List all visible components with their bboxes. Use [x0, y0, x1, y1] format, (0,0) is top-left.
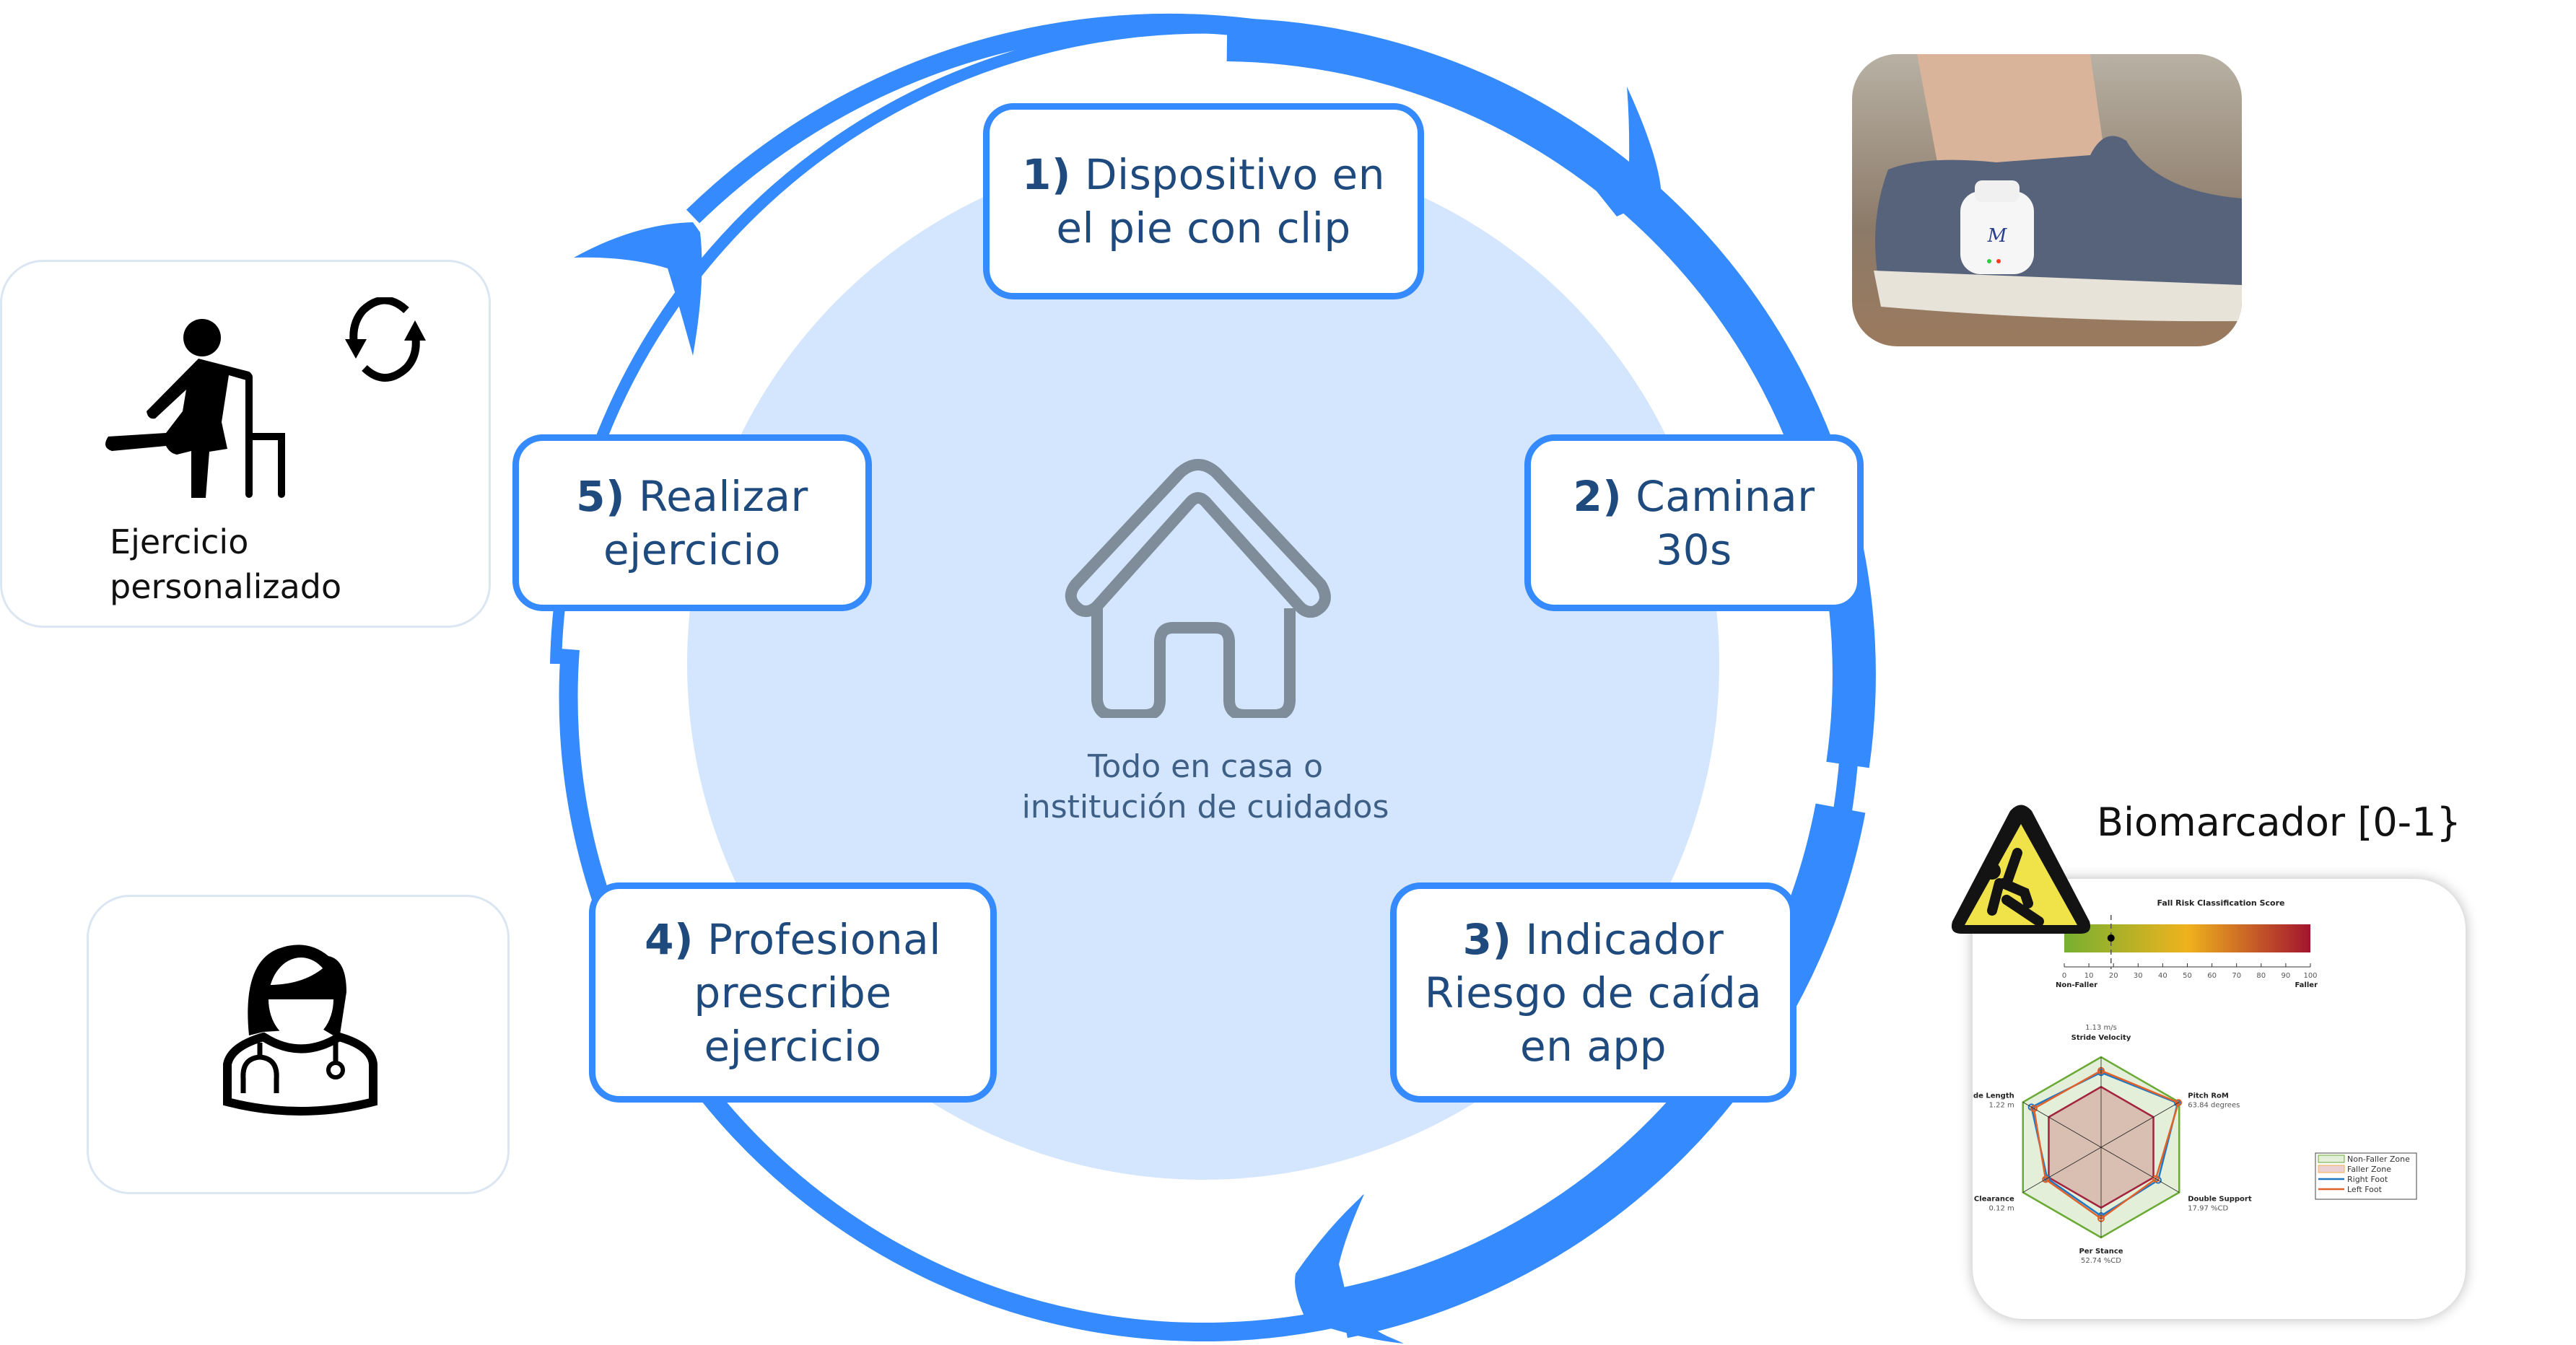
radar-point	[2152, 1175, 2160, 1183]
cycle-ring-bottom-left	[559, 649, 1360, 1342]
risk-tick-label: 30	[2134, 972, 2143, 980]
legend-label: Right Foot	[2347, 1175, 2388, 1184]
faller-label: Faller	[2295, 981, 2318, 989]
exercise-label: Ejercicio personalizado	[110, 522, 342, 606]
radar-spoke	[2100, 1147, 2180, 1193]
radar-spoke	[2100, 1102, 2180, 1148]
radar-axis-name: Pitch RoM	[2188, 1092, 2229, 1100]
radar-axis-value: 0.12 m	[1989, 1205, 2014, 1213]
radar-spoke	[2022, 1147, 2102, 1193]
center-caption: Todo en casa o institución de cuidados	[1021, 748, 1389, 825]
radar-spoke	[2022, 1102, 2102, 1148]
biomarker-charts: Fall Risk Classification Score 0 10 20 30 40…	[1973, 898, 2417, 1265]
radar-axis-value: 1.22 m	[1989, 1102, 2014, 1110]
step-4-box: 4) Profesional prescribe ejercicio	[589, 882, 997, 1103]
biomarker-card: Fall Risk Classification Score 0 10 20 30 40…	[1973, 879, 2466, 1319]
step-1-text: Dispositivo en el pie con clip	[1056, 150, 1385, 253]
non-faller-label: Non-Faller	[2056, 981, 2097, 989]
step-3-number: 3)	[1462, 914, 1512, 964]
radar-axis-value: 1.13 m/s	[2085, 1024, 2117, 1032]
refresh-icon	[345, 297, 426, 382]
risk-tick-label: 80	[2256, 972, 2266, 980]
step-2-box: 2) Caminar 30s	[1524, 434, 1864, 611]
arrowhead-top-left-icon	[574, 222, 702, 356]
step-1-number: 1)	[1022, 150, 1071, 199]
step-1-box: 1) Dispositivo en el pie con clip	[983, 103, 1424, 299]
step-4-text: Profesional prescribe ejercicio	[694, 914, 941, 1071]
doctor-stethoscope-icon	[223, 945, 377, 1116]
legend-label: Non-Faller Zone	[2347, 1155, 2410, 1164]
device-photo: M	[1852, 54, 2242, 346]
radar-axis-name: Stride Velocity	[2071, 1034, 2131, 1042]
radar-axis-value: 63.84 degrees	[2188, 1102, 2240, 1110]
risk-tick-label: 100	[2303, 972, 2317, 980]
radar-axis-value: 52.74 %CD	[2081, 1257, 2121, 1265]
step-5-text: Realizar ejercicio	[603, 471, 808, 574]
radar-axis-value: 17.97 %CD	[2188, 1205, 2228, 1213]
risk-tick-label: 90	[2282, 972, 2291, 980]
risk-score-marker	[2107, 934, 2115, 942]
step-3-box: 3) Indicador Riesgo de caída en app	[1390, 882, 1796, 1103]
arrowhead-bottom-main-icon	[1295, 1194, 1404, 1344]
cycle-ring-bottom-right	[1337, 803, 1866, 1339]
legend-swatch	[2318, 1165, 2345, 1173]
device-logo: M	[1987, 225, 2008, 247]
risk-tick-label: 20	[2109, 972, 2118, 980]
legend-swatch	[2318, 1155, 2345, 1163]
house-icon	[1065, 459, 1331, 718]
radar-axis-name: Double Support	[2188, 1196, 2252, 1204]
radar-point	[2030, 1105, 2038, 1113]
step-4-number: 4)	[645, 914, 694, 964]
risk-tick-label: 40	[2158, 972, 2167, 980]
step-3-text: Indicador Riesgo de caída en app	[1424, 914, 1763, 1071]
risk-tick-label: 0	[2062, 972, 2066, 980]
legend-label: Faller Zone	[2347, 1165, 2391, 1174]
radar-axis-name: Per Stance	[2079, 1248, 2123, 1256]
step-5-box: 5) Realizar ejercicio	[512, 434, 872, 611]
biomarker-title: Biomarcador [0-1}	[2097, 799, 2461, 845]
risk-chart-title: Fall Risk Classification Score	[2157, 898, 2285, 908]
risk-tick-label: 70	[2232, 972, 2241, 980]
radar-axis-name: Stride Length	[1973, 1092, 2014, 1100]
risk-tick-label: 10	[2084, 972, 2094, 980]
legend-label: Left Foot	[2347, 1185, 2383, 1194]
radar-axis-name: Clearance	[1974, 1196, 2014, 1204]
risk-bar	[2064, 924, 2310, 952]
step-2-text: Caminar 30s	[1636, 471, 1815, 574]
step-5-number: 5)	[576, 471, 625, 521]
radar-point	[2042, 1175, 2050, 1183]
warning-fall-icon	[1951, 805, 2091, 934]
risk-tick-label: 50	[2183, 972, 2192, 980]
shoe-sensor-illustration: M	[1852, 54, 2242, 346]
exercise-chair-icon	[105, 319, 285, 498]
step-2-number: 2)	[1573, 471, 1623, 521]
risk-tick-label: 60	[2207, 972, 2217, 980]
arrowhead-top-right-icon	[1559, 87, 1662, 216]
radar-point	[2175, 1099, 2183, 1107]
